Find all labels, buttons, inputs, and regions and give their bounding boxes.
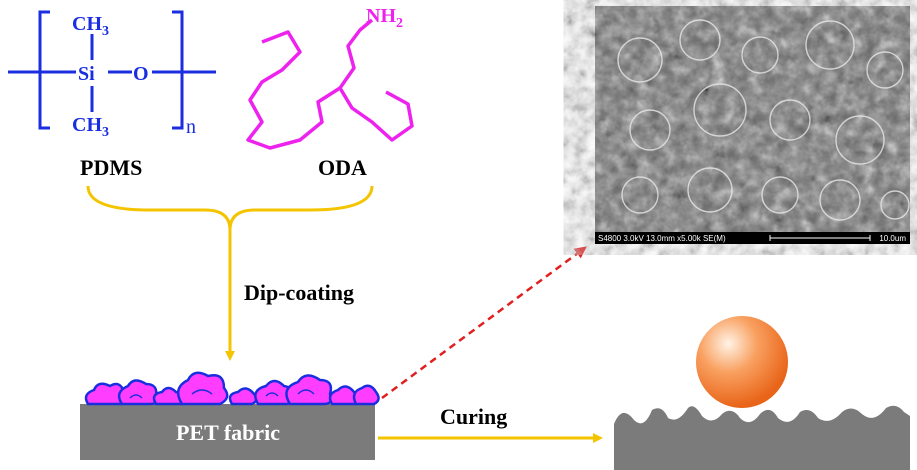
pdms-left-bracket	[38, 10, 50, 130]
coating-particles	[84, 371, 380, 406]
curing-label: Curing	[440, 404, 507, 429]
pet-fabric	[80, 404, 375, 460]
rough-surface	[614, 405, 910, 470]
pdms-o-atom: O	[133, 63, 149, 85]
oda-label: ODA	[318, 155, 367, 180]
coating-particle-highlights	[129, 389, 315, 399]
pdms-repeat-n: n	[186, 116, 196, 138]
pdms-label: PDMS	[80, 155, 142, 180]
pdms-structure	[8, 10, 216, 130]
dip-coating-label: Dip-coating	[244, 280, 354, 305]
pdms-ch3-bottom: CH3	[72, 114, 109, 140]
sem-scale-text: 10.0um	[879, 234, 906, 243]
water-droplet	[696, 316, 788, 408]
pdms-si-atom: Si	[78, 63, 95, 85]
sem-dashed-arrow	[381, 246, 587, 400]
pdms-ch3-top: CH3	[72, 13, 109, 39]
pdms-right-bracket	[172, 10, 184, 130]
pet-fabric-label: PET fabric	[176, 420, 280, 445]
oda-amine: NH2	[366, 5, 403, 31]
sem-scale-bar	[769, 235, 871, 241]
oda-structure	[246, 18, 414, 150]
sem-info-text: S4800 3.0kV 13.0mm x5.00k SE(M)	[598, 234, 726, 243]
merge-connector	[86, 185, 374, 361]
sem-image: S4800 3.0kV 13.0mm x5.00k SE(M) 10.0um	[595, 6, 910, 244]
